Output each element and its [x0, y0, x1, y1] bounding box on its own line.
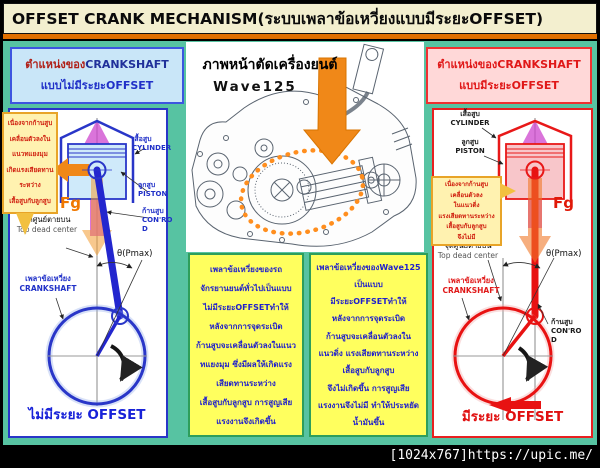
gas-force-down-arrow-icon: [519, 178, 551, 263]
carburetor: [352, 43, 385, 95]
left-angle-label: θ(Pmax): [117, 249, 153, 259]
engine-cross-section-drawing: [191, 43, 417, 247]
cylinder-leader: [134, 147, 146, 155]
left-crankshaft-label: เพลาข้อเหวี่ยง CRANKSHAFT: [19, 274, 77, 293]
right-piston-label: ลูกสูบ PISTON: [455, 138, 485, 156]
left-mechanism-drawing: [45, 118, 150, 408]
watermark-text: [1024x767]https://upic.me/: [389, 448, 594, 463]
cylinder-leader: [481, 127, 497, 139]
left-friction-callout: เนื่องจากก้านสูบ เคลื่อนตัวลงใน แนวทแยงม…: [2, 112, 58, 214]
center-model-label: Wave125: [213, 79, 297, 95]
left-force-label: Fg: [60, 194, 81, 212]
left-conrod-label: ก้านสูบ CON'ROD: [142, 207, 173, 234]
cylinder-outline: [497, 119, 573, 203]
piston-leader: [120, 171, 149, 193]
watermark-bar: [1024x767]https://upic.me/: [0, 445, 600, 468]
left-piston-label: ลูกสูบ PISTON: [138, 181, 168, 199]
conrod-leader: [106, 210, 150, 219]
right-header-line2: แบบมีระยะOFFSET: [459, 78, 559, 92]
left-header-line2: แบบไม่มีระยะOFFSET: [40, 78, 154, 92]
cylinder-assembly: [298, 156, 383, 211]
conrod-leader: [537, 303, 549, 325]
right-callout-pointer: [500, 183, 516, 199]
cylinder-outline: [59, 119, 135, 203]
left-description-box: เพลาข้อเหวี่ยงของรถ จักรยานยนต์ทั่วไปเป็…: [188, 253, 304, 437]
right-crankshaft-label: เพลาข้อเหวี่ยง CRANKSHAFT: [442, 276, 500, 295]
left-tdc-label: จุดศูนย์ตายบน Top dead center: [16, 215, 78, 235]
right-mechanism-drawing: [451, 118, 573, 420]
right-description-box: เพลาข้อเหวี่ยงของWave125 เป็นแบบ มีระยะO…: [309, 253, 428, 437]
right-conrod-label: ก้านสูบ CON'ROD: [551, 318, 582, 345]
highlight-ellipse: [238, 148, 366, 236]
side-thrust-left-arrow-icon: [52, 158, 68, 182]
title-underline: [3, 34, 597, 39]
right-header-box: ตำแหน่งของCRANKSHAFT แบบมีระยะOFFSET: [426, 47, 592, 104]
tdc-leader: [65, 247, 94, 258]
left-caption: ไม่มีระยะ OFFSET: [28, 407, 146, 423]
piston-leader: [483, 155, 504, 165]
left-callout-pointer: [16, 213, 34, 235]
orange-down-arrow-icon: [302, 57, 362, 165]
left-header-line1: ตำแหน่งของCRANKSHAFT: [25, 58, 169, 72]
rotation-arrow-icon: [110, 344, 143, 382]
side-thrust-arrow-shaft: [68, 164, 89, 176]
tdc-leader: [487, 259, 502, 302]
angle-arc: [502, 261, 541, 269]
slide-title: OFFSET CRANK MECHANISM(ระบบเพลาข้อเหวี่ย…: [3, 3, 597, 34]
engine-case-outline: [191, 85, 417, 247]
right-caption: มีระยะ OFFSET: [461, 409, 564, 425]
center-heading: ภาพหน้าตัดเครื่องยนต์: [202, 57, 338, 73]
right-header-line1: ตำแหน่งของCRANKSHAFT: [437, 58, 581, 72]
slide-title-text: OFFSET CRANK MECHANISM(ระบบเพลาข้อเหวี่ย…: [12, 10, 544, 28]
offset-distance-left-arrow-icon: [489, 397, 541, 413]
crank-pin: [526, 307, 544, 325]
angle-arc: [96, 261, 133, 269]
right-cylinder-label: เสื้อสูบ CYLINDER: [450, 110, 490, 128]
rotation-arrow-icon: [517, 346, 549, 382]
right-angle-label: θ(Pmax): [546, 249, 582, 259]
left-header-box: ตำแหน่งของCRANKSHAFT แบบไม่มีระยะOFFSET: [10, 47, 184, 104]
right-force-label: Fg: [553, 194, 574, 212]
crankshaft-leader: [461, 297, 470, 321]
crankshaft-leader: [55, 297, 64, 320]
crank-pin: [111, 307, 129, 325]
left-cylinder-label: เสื้อสูบ CYLINDER: [132, 135, 172, 153]
right-friction-callout: เนื่องจากก้านสูบ เคลื่อนตัวลง ในแนวดิ่ง …: [431, 176, 502, 246]
connecting-rod: [93, 166, 124, 320]
